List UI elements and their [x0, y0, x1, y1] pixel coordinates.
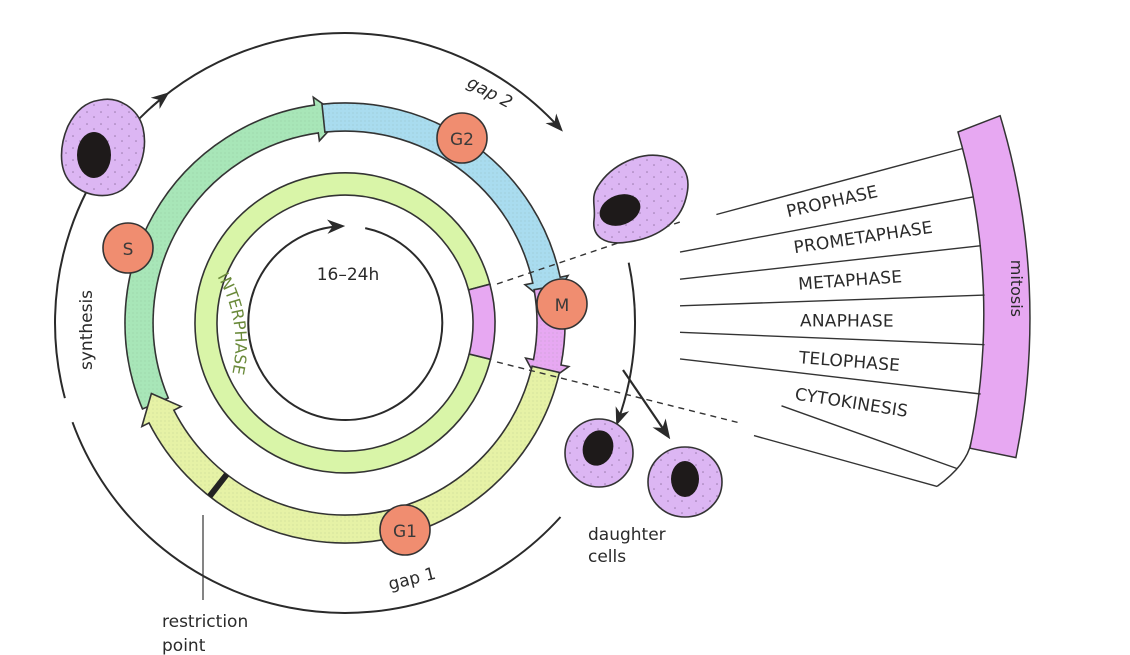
mitosis-ring-segment	[467, 283, 496, 361]
gap1-band-texture	[141, 366, 560, 544]
phase-divider-line	[679, 196, 974, 253]
synthesis-band-texture	[124, 97, 342, 409]
daughter-cells-label-line2: cells	[588, 547, 626, 567]
phase-label-prophase: PROPHASE	[785, 182, 880, 222]
restriction-point-marker	[207, 472, 230, 499]
cell-after-synthesis	[60, 98, 146, 197]
phase-label-prometaphase: PROMETAPHASE	[792, 218, 934, 258]
mitosis-bar-label: mitosis	[1007, 260, 1026, 317]
cell-nucleus	[671, 461, 699, 497]
mitosis-bar	[957, 114, 1031, 459]
duration-label: 16–24h	[317, 265, 380, 285]
phase-label-metaphase: METAPHASE	[798, 267, 903, 295]
daughter-cell-arrow	[622, 369, 671, 440]
badge-g1: G1	[379, 504, 431, 556]
cell-nucleus	[582, 430, 614, 466]
restriction-point-label-line2: point	[162, 636, 206, 655]
restriction-point-label-line1: restriction	[162, 612, 248, 632]
gap1-outer-arc	[71, 421, 562, 614]
cell-nucleus	[599, 194, 641, 226]
daughter-cell-2	[647, 446, 723, 518]
duration-cycle-arrow	[247, 219, 444, 422]
stage-bands	[124, 95, 571, 600]
phase-divider-line	[679, 245, 982, 280]
gap2-label: gap 2	[464, 73, 516, 113]
daughter-cell-1	[564, 418, 634, 488]
gap1-label: gap 1	[386, 564, 438, 595]
duration-cycle: 16–24h	[247, 219, 444, 422]
svg-text:S: S	[123, 240, 134, 260]
interphase-ring: INTERPHASE	[194, 172, 496, 474]
phase-label-anaphase: ANAPHASE	[800, 311, 894, 331]
svg-text:G2: G2	[450, 130, 474, 150]
phase-divider-line	[679, 331, 985, 346]
interphase-ring-band	[194, 172, 492, 474]
cell-after-gap2	[592, 154, 689, 244]
badge-m: M	[536, 278, 588, 330]
svg-text:M: M	[555, 296, 570, 316]
cell-illustrations	[60, 98, 723, 518]
phase-divider-line	[679, 294, 985, 307]
daughter-cells-label-line1: daughter	[588, 525, 666, 545]
phase-badges: S G2 M G1	[102, 112, 588, 556]
gap2-outer-arrow	[150, 32, 563, 132]
phase-divider-line	[679, 358, 981, 395]
phase-label-telophase: TELOPHASE	[797, 348, 901, 376]
badge-g2: G2	[436, 112, 488, 164]
mitosis-outer-arrow	[615, 262, 636, 426]
synthesis-label: synthesis	[77, 290, 97, 370]
phase-divider-line	[716, 147, 963, 216]
phase-divider-line	[781, 405, 958, 470]
mitosis-fan-dashed-bottom	[496, 361, 741, 424]
cytokinesis-lower-line	[753, 434, 938, 488]
svg-text:G1: G1	[393, 522, 417, 542]
cell-nucleus	[77, 132, 111, 178]
badge-s: S	[102, 222, 154, 274]
